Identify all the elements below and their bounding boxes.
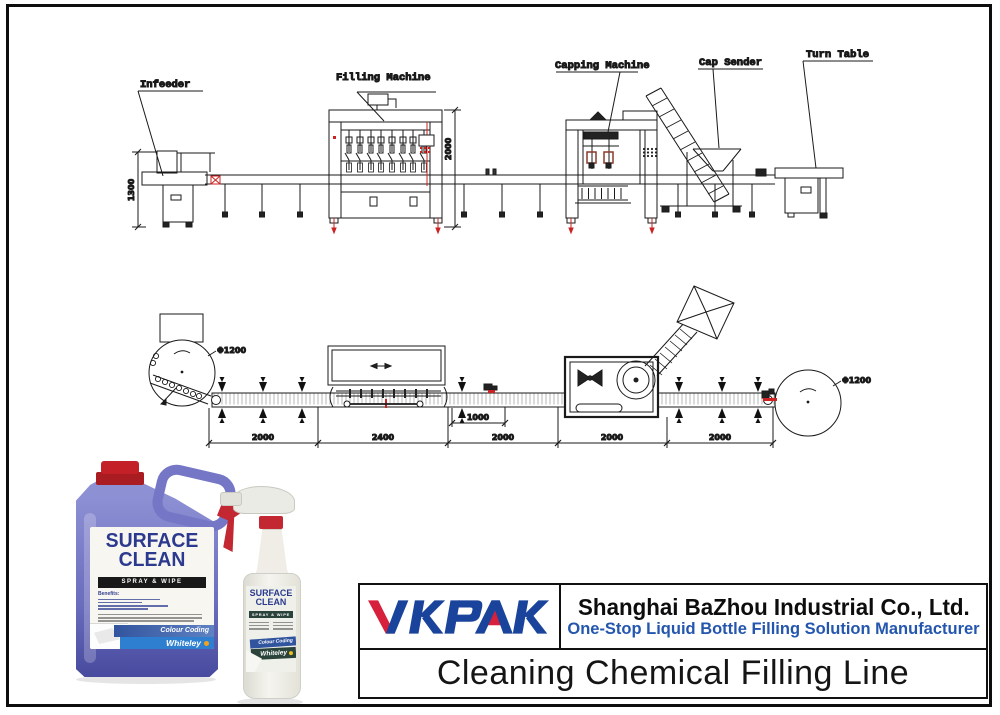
callout-capping-machine: Capping Machine (555, 60, 650, 133)
dim-seg-1: 2000 (252, 433, 275, 442)
cap-sender-side (645, 87, 742, 213)
side-view: 1300 Infeeder (127, 49, 873, 235)
control-panel (418, 134, 435, 147)
jerrycan-cap-top (101, 461, 139, 474)
filling-machine-side (328, 93, 443, 235)
jerrycan-product-photo: SURFACE CLEAN SPRAY & WIPE Benefits: Col… (72, 453, 240, 685)
title-block: VKPAK (358, 583, 988, 699)
dim-seg-2: 2400 (372, 433, 395, 442)
spray-label: SURFACE CLEAN SPRAY & WIPE Colour Coding… (246, 586, 296, 672)
company-name: Shanghai BaZhou Industrial Co., Ltd. (577, 593, 970, 620)
company-cell: Shanghai BaZhou Industrial Co., Ltd. One… (561, 585, 986, 648)
filling-nozzles (344, 130, 428, 173)
jerrycan-title: SURFACE CLEAN (105, 530, 199, 571)
anchor-bolts (568, 218, 655, 235)
vkpak-logo (367, 599, 549, 634)
bottle-on-conveyor (485, 168, 490, 176)
dim-dia-left: Φ1200 (217, 346, 247, 355)
dim-filling-height: 2000 (444, 106, 461, 231)
jerrycan-brand: Whiteley (120, 637, 214, 649)
callout-turn-table: Turn Table (802, 49, 873, 169)
bottle-on-conveyor (492, 168, 497, 176)
jerrycan-benefits: Benefits: (98, 591, 206, 623)
spray-smallprint (249, 622, 293, 630)
callout-filling-machine: Filling Machine (336, 72, 436, 122)
dim-seg-5: 2000 (709, 433, 732, 442)
jerrycan-band: SPRAY & WIPE (98, 577, 206, 588)
plan-dimension-chain: 2000 2400 2000 2000 2000 1000 (205, 407, 777, 448)
label-turn-table: Turn Table (806, 49, 869, 61)
anchor-bolts (331, 218, 441, 235)
callout-cap-sender: Cap Sender (698, 57, 763, 149)
label-cap-sender: Cap Sender (699, 57, 762, 69)
conveyor-sensor (210, 175, 221, 185)
company-tagline: One-Stop Liquid Bottle Filling Solution … (567, 618, 980, 638)
side-conveyor (205, 168, 775, 218)
spray-title: SURFACE CLEAN (249, 588, 293, 609)
capping-machine-side (565, 110, 658, 235)
label-filling-machine: Filling Machine (336, 72, 431, 84)
conveyor-motor-plan (483, 383, 498, 393)
spray-body: SURFACE CLEAN SPRAY & WIPE Colour Coding… (243, 573, 301, 699)
capping-machine-plan (563, 285, 735, 419)
transfer-motor-plan (761, 388, 777, 401)
filling-machine-plan (327, 345, 448, 408)
callout-infeeder: Infeeder (137, 79, 203, 177)
label-capping-machine: Capping Machine (555, 60, 650, 72)
dim-seg-3: 2000 (492, 433, 515, 442)
spray-shadow (237, 698, 303, 706)
label-infeeder: Infeeder (140, 79, 190, 91)
spray-collar (259, 516, 283, 529)
plan-view: Φ1200 (148, 285, 872, 448)
button-panel (642, 147, 658, 158)
poster-title: Cleaning Chemical Filling Line (436, 654, 910, 692)
jerrycan-shadow (76, 675, 216, 684)
dim-seg-4: 2000 (601, 433, 624, 442)
spray-nozzle (220, 492, 242, 506)
logo-cell: VKPAK (360, 585, 562, 648)
dim-1300: 1300 (127, 178, 136, 201)
spray-head (233, 486, 295, 514)
title-row: Cleaning Chemical Filling Line (360, 650, 986, 697)
dim-infeeder-height: 1300 (127, 148, 157, 231)
turn-table-plan: Φ1200 (774, 369, 872, 437)
dim-gap: 1000 (467, 413, 490, 422)
spray-band: SPRAY & WIPE (249, 611, 293, 618)
jerrycan-label: SURFACE CLEAN SPRAY & WIPE Benefits: Col… (90, 527, 214, 649)
jerrycan-colour-coding: Colour Coding (114, 625, 214, 637)
machine-line-drawing: 1300 Infeeder (127, 49, 873, 448)
title-block-top-row: VKPAK (360, 585, 986, 650)
dim-2000-height: 2000 (444, 137, 453, 160)
jerrycan-cap (96, 472, 144, 485)
spray-bottle-product-photo: SURFACE CLEAN SPRAY & WIPE Colour Coding… (215, 478, 315, 708)
guide-rail-symbols (218, 377, 762, 423)
plan-conveyor (211, 392, 776, 408)
conveyor-stop-block (755, 168, 767, 177)
infeed-turntable-plan: Φ1200 (148, 313, 247, 407)
dim-dia-right: Φ1200 (842, 376, 872, 385)
turn-table-side (774, 167, 844, 219)
brand-dot-icon (204, 640, 209, 646)
brand-dot-icon (288, 650, 294, 655)
infeeder-side (141, 150, 215, 228)
spray-neck (256, 529, 288, 577)
